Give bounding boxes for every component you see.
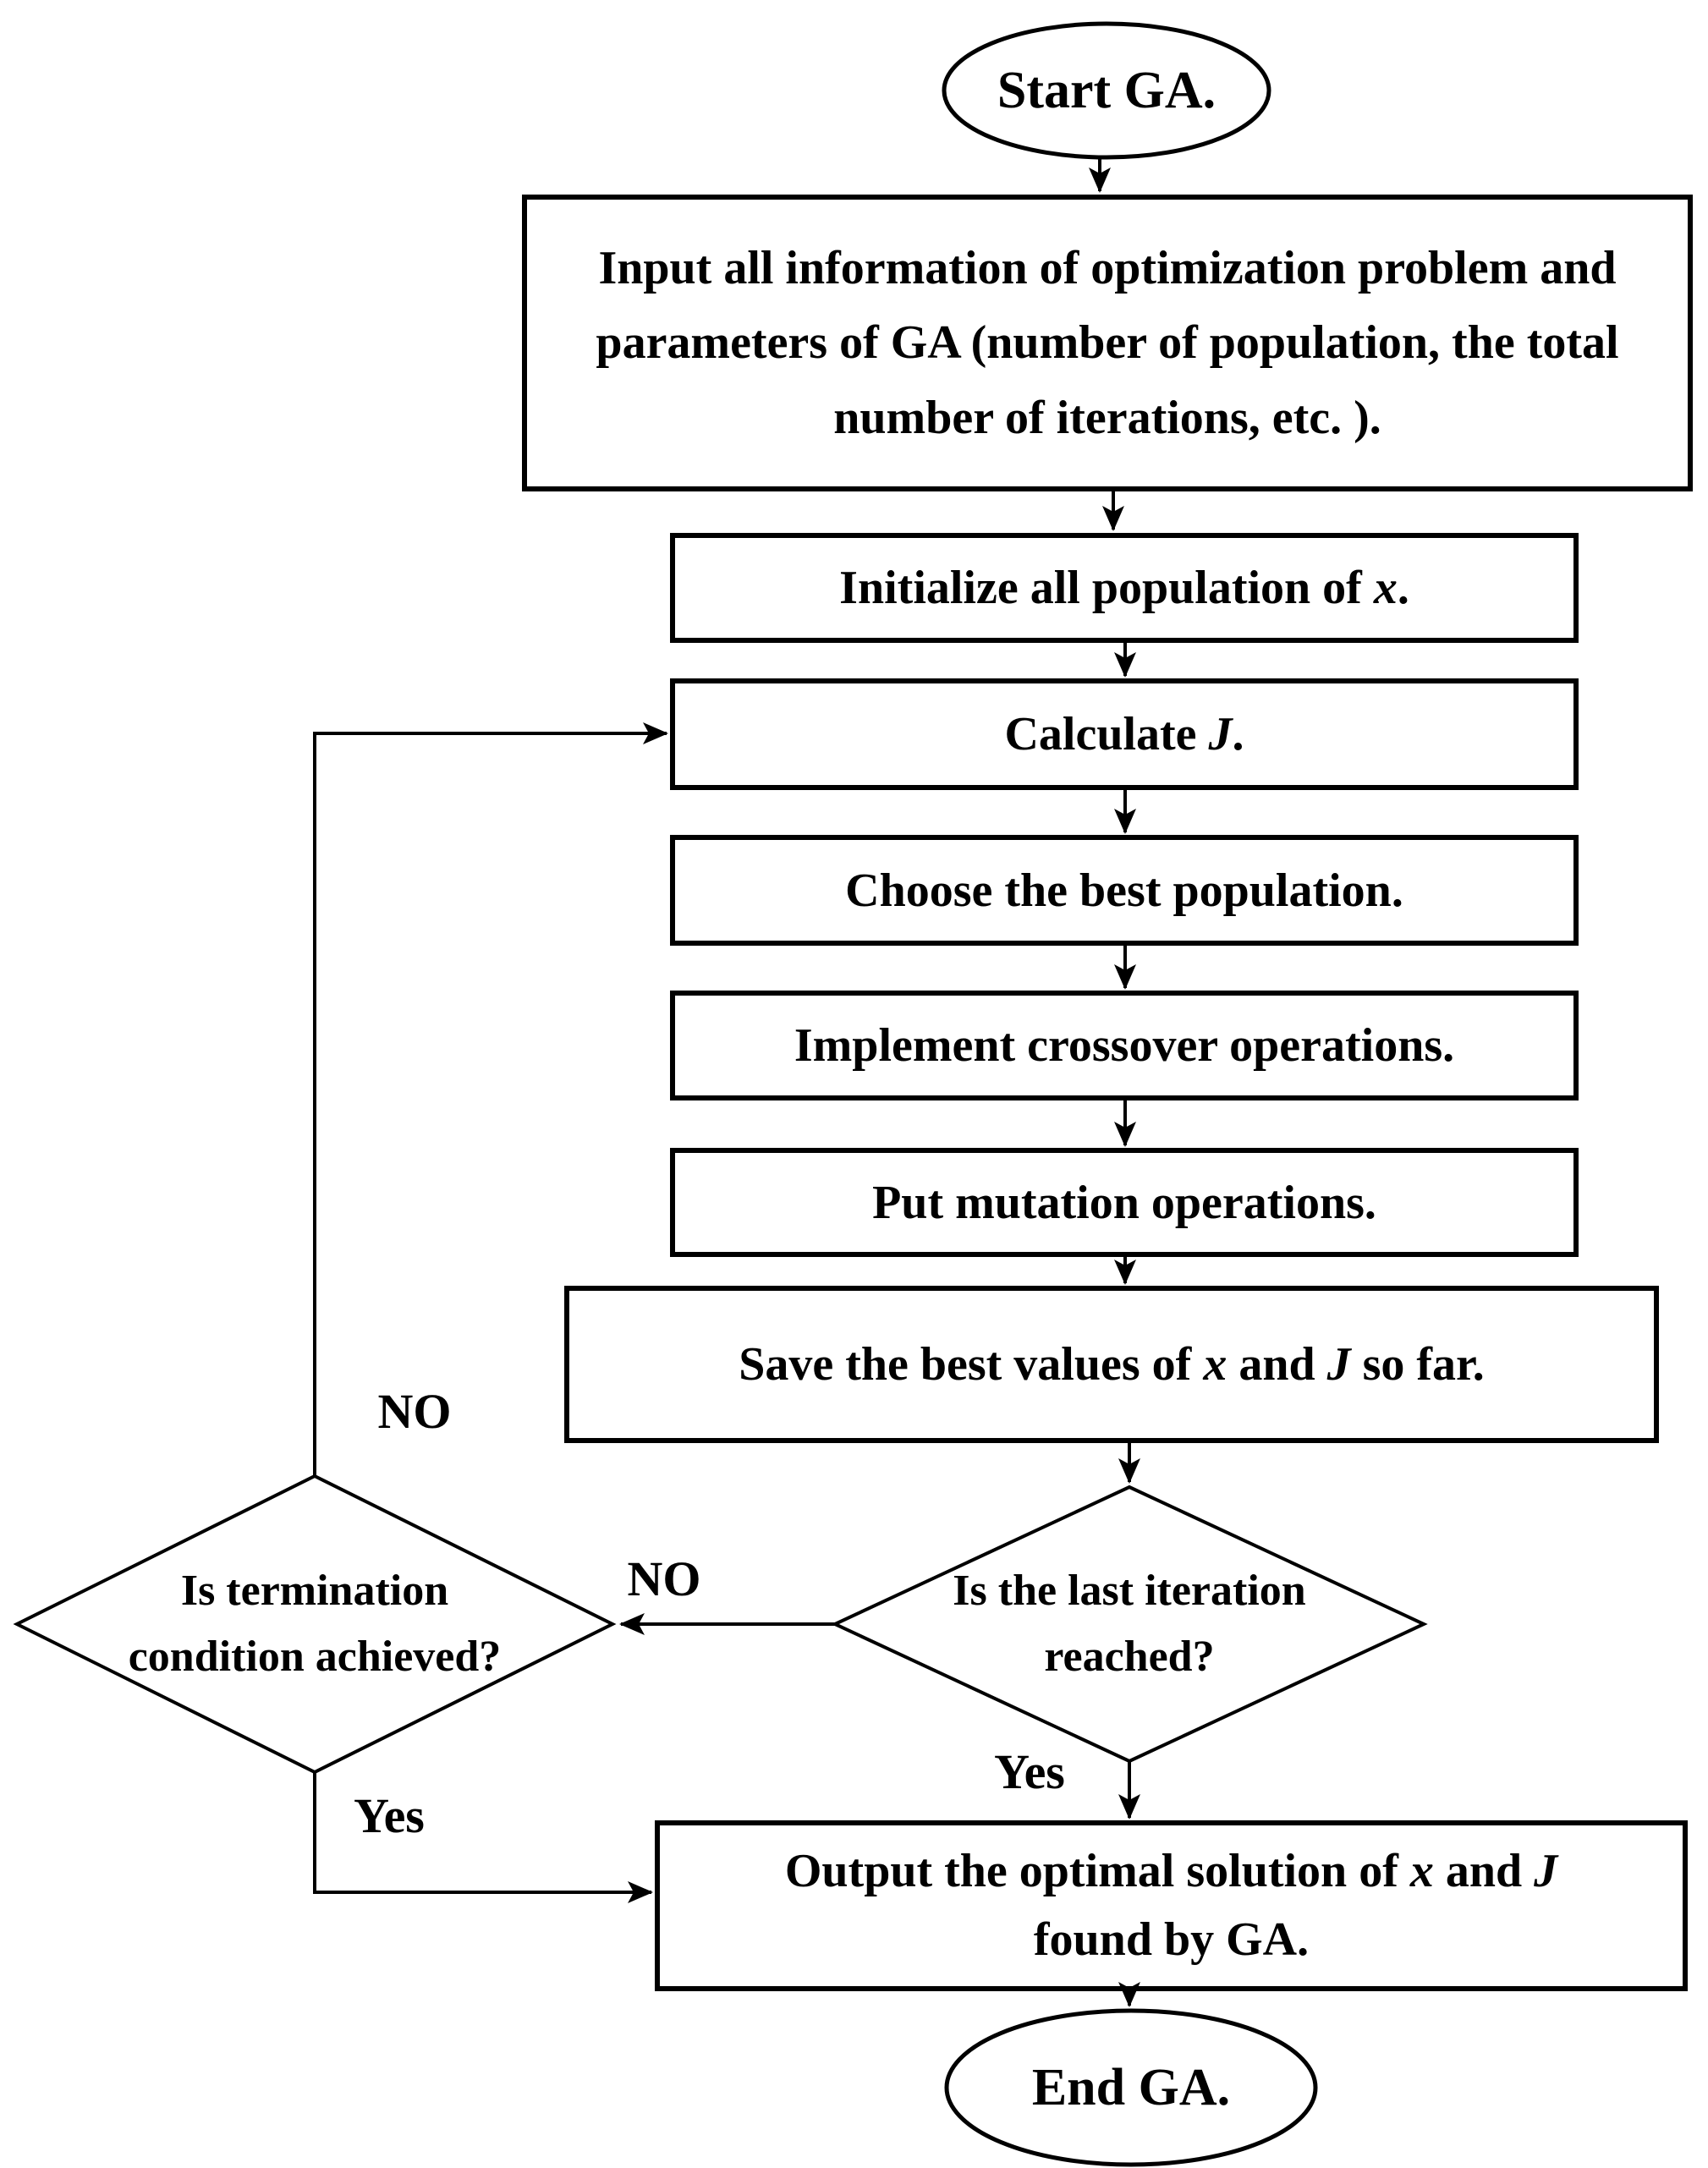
mutation-box-shape [670,1148,1579,1257]
last-iteration-diamond-label: Is the last iteration reached? [953,1567,1306,1681]
no-loop-label: NO [377,1384,452,1439]
save-box-label: Save the best values of x and J so far. [739,1338,1485,1391]
yes-last-iteration-label: Yes [994,1744,1065,1799]
yes-termination-label: Yes [354,1788,425,1843]
choose-box-shape [670,835,1579,946]
input-box-shape [522,195,1693,491]
end-terminator-label: End GA. [1031,2058,1231,2116]
output-box-label: Output the optimal solution of x and J f… [784,1844,1558,1966]
initialize-box-label: Initialize all population of x. [839,562,1409,614]
calculate-box-shape [670,678,1579,790]
crossover-box-label: Implement crossover operations. [794,1019,1455,1072]
start-terminator-label: Start GA. [997,61,1216,119]
crossover-box-shape [670,991,1579,1100]
arrow-termination-yes-to-output [313,1772,653,1903]
end-terminator-shape [944,2008,1318,2167]
choose-box-label: Choose the best population. [845,864,1403,917]
input-box-label: Input all information of optimization pr… [596,241,1619,444]
arrow-termination-no-loop-to-calculate [313,722,668,1476]
termination-diamond-label: Is termination condition achieved? [128,1567,502,1681]
no-between-diamonds-label: NO [627,1551,701,1606]
last-iteration-diamond-shape [831,1485,1428,1764]
output-box-shape [655,1820,1688,1991]
initialize-box-shape [670,533,1579,643]
save-box-shape [564,1286,1659,1443]
calculate-box-label: Calculate J. [1004,708,1244,760]
mutation-box-label: Put mutation operations. [872,1176,1376,1229]
start-terminator-shape [942,21,1271,160]
